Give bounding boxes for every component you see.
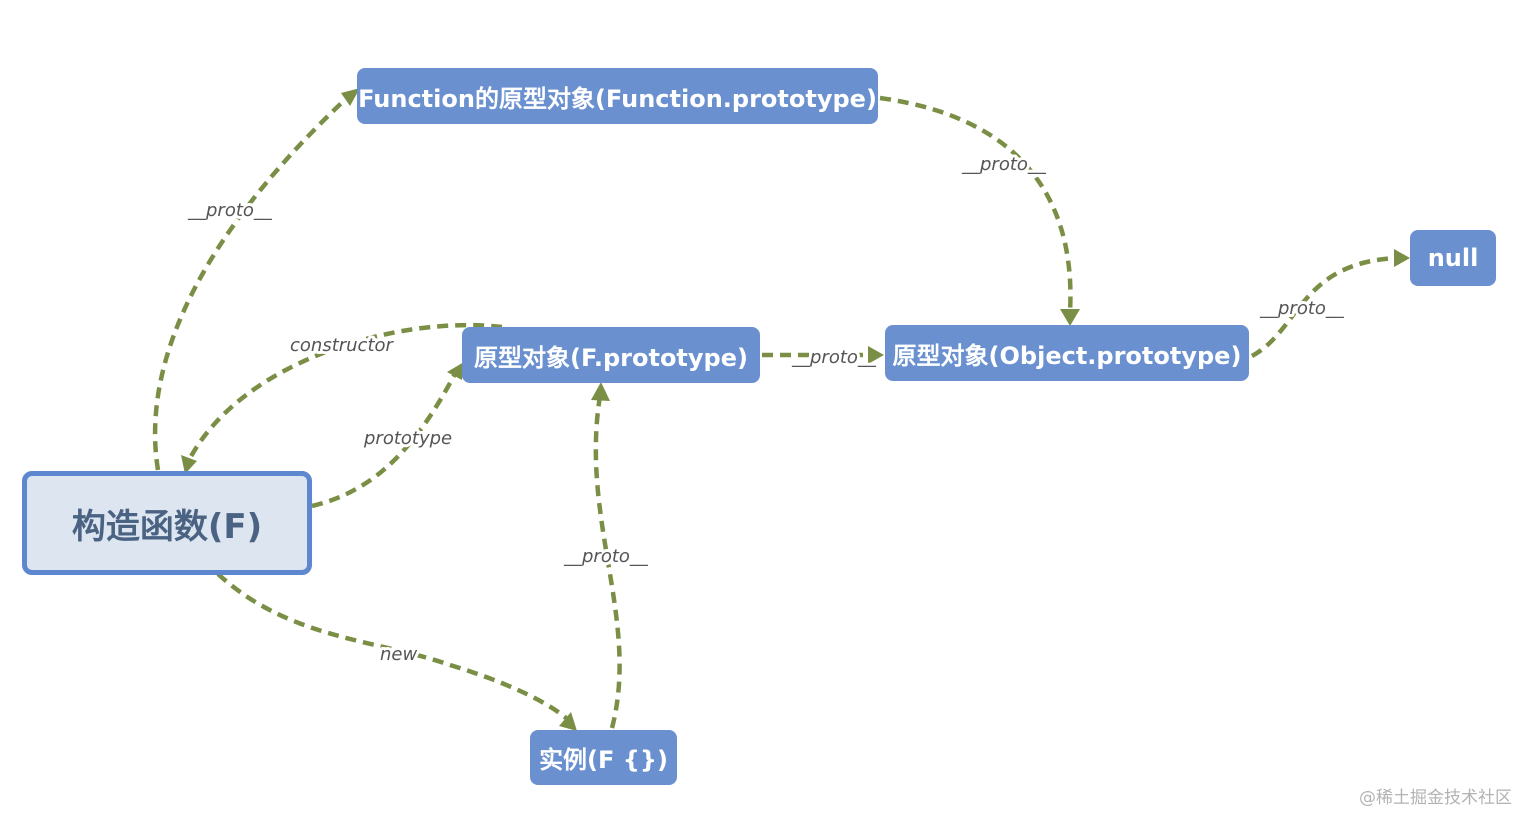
node-function-prototype: Function的原型对象(Function.prototype) xyxy=(357,68,878,124)
edge-label-proto-3: __proto__ xyxy=(1259,298,1345,319)
edge-label-new: new xyxy=(380,644,417,665)
node-null-label: null xyxy=(1427,244,1479,272)
edge-label-prototype: prototype xyxy=(363,428,452,449)
edge-label-proto-1: __proto__ xyxy=(187,200,273,221)
arrowhead-object-proto-top xyxy=(1060,309,1080,326)
node-constructor-label: 构造函数(F) xyxy=(71,506,263,547)
node-object-prototype: 原型对象(Object.prototype) xyxy=(885,325,1249,381)
node-object-prototype-label: 原型对象(Object.prototype) xyxy=(892,341,1242,370)
node-function-prototype-label: Function的原型对象(Function.prototype) xyxy=(358,84,877,113)
edge-label-proto-5: __proto__ xyxy=(563,546,649,567)
edge-f-proto-constructor xyxy=(185,322,503,464)
arrowhead-null xyxy=(1394,249,1410,267)
edge-constructor-prototype xyxy=(311,370,458,509)
node-f-prototype-label: 原型对象(F.prototype) xyxy=(474,343,748,372)
node-constructor: 构造函数(F) xyxy=(22,471,312,575)
arrowhead-f-proto xyxy=(447,362,464,380)
arrowhead-object-proto-left xyxy=(868,346,884,364)
edge-instance-to-f-proto xyxy=(593,395,622,729)
edge-constructor-new xyxy=(216,572,568,720)
edge-label-constructor: constructor xyxy=(290,335,395,356)
arrowhead-instance xyxy=(559,712,577,731)
edge-label-proto-2: __proto__ xyxy=(961,154,1047,175)
node-instance-label: 实例(F {}) xyxy=(539,746,668,774)
arrowhead-constructor xyxy=(181,455,197,474)
watermark: @稀土掘金技术社区 xyxy=(1359,788,1512,808)
node-instance: 实例(F {}) xyxy=(530,730,677,785)
edge-constructor-to-function-proto xyxy=(152,93,352,471)
node-f-prototype: 原型对象(F.prototype) xyxy=(462,327,760,383)
edge-label-proto-4: __proto__ xyxy=(791,347,877,368)
node-null: null xyxy=(1410,230,1496,286)
arrowhead-f-proto-bottom xyxy=(591,382,610,401)
arrowhead-function-proto xyxy=(341,88,360,106)
edge-object-proto-to-null xyxy=(1250,255,1399,358)
edge-function-proto-to-object-proto xyxy=(879,95,1073,313)
